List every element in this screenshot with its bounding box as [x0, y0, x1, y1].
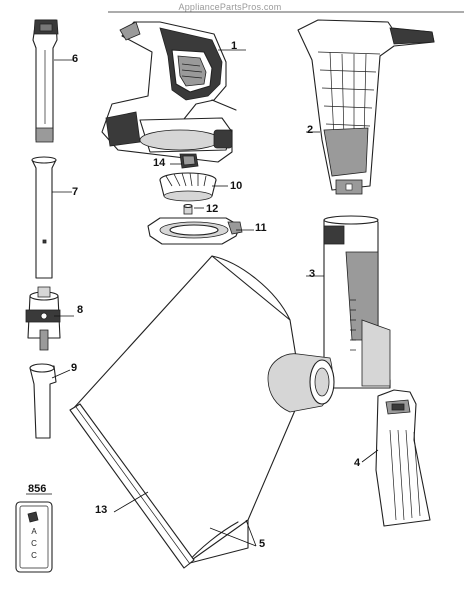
- callout-6: 6: [72, 53, 79, 65]
- callout-13: 13: [95, 504, 108, 516]
- callout-14: 14: [153, 157, 166, 169]
- callout-7: 7: [72, 186, 79, 198]
- callout-856: 856: [28, 483, 47, 495]
- part-5-bag: [71, 255, 335, 565]
- leader-9: [51, 369, 71, 379]
- callout-4: 4: [354, 457, 361, 469]
- callout-12: 12: [206, 203, 219, 215]
- part-1-motor-housing: [101, 21, 237, 163]
- callout-11: 11: [255, 222, 267, 234]
- callout-3: 3: [309, 268, 316, 280]
- part-856-label: A C C: [15, 501, 53, 573]
- leader-5b: [245, 519, 257, 547]
- part-8-adapter: [25, 286, 61, 351]
- label-856-letter-1: A: [31, 527, 37, 536]
- part-4-rake: [375, 389, 431, 527]
- leader-5a: [209, 527, 257, 547]
- part-3-collection-tube: [323, 215, 391, 389]
- part-6-blower-tube: [32, 19, 59, 143]
- part-9-nozzle: [29, 363, 57, 439]
- leader-lines: [26, 49, 379, 547]
- callout-1: 1: [231, 40, 238, 52]
- part-10-impeller: [159, 172, 217, 202]
- callout-2: 2: [307, 124, 314, 136]
- part-11-base-cover: [147, 217, 243, 245]
- watermark: AppliancePartsPros.com: [178, 2, 282, 12]
- part-14-fan-hub: [179, 153, 199, 169]
- part-12-fastener: [183, 203, 193, 215]
- callout-5: 5: [259, 538, 266, 550]
- label-856-letter-2: C: [31, 539, 37, 548]
- label-856-letter-3: C: [31, 551, 37, 560]
- leader-13: [113, 491, 149, 513]
- part-7-tube: [31, 156, 57, 279]
- callout-10: 10: [230, 180, 243, 192]
- part-13-bag-rod: [69, 403, 195, 569]
- leader-4: [361, 449, 379, 463]
- part-2-vacuum-housing: [297, 19, 435, 195]
- callout-8: 8: [77, 304, 84, 316]
- callout-9: 9: [71, 362, 78, 374]
